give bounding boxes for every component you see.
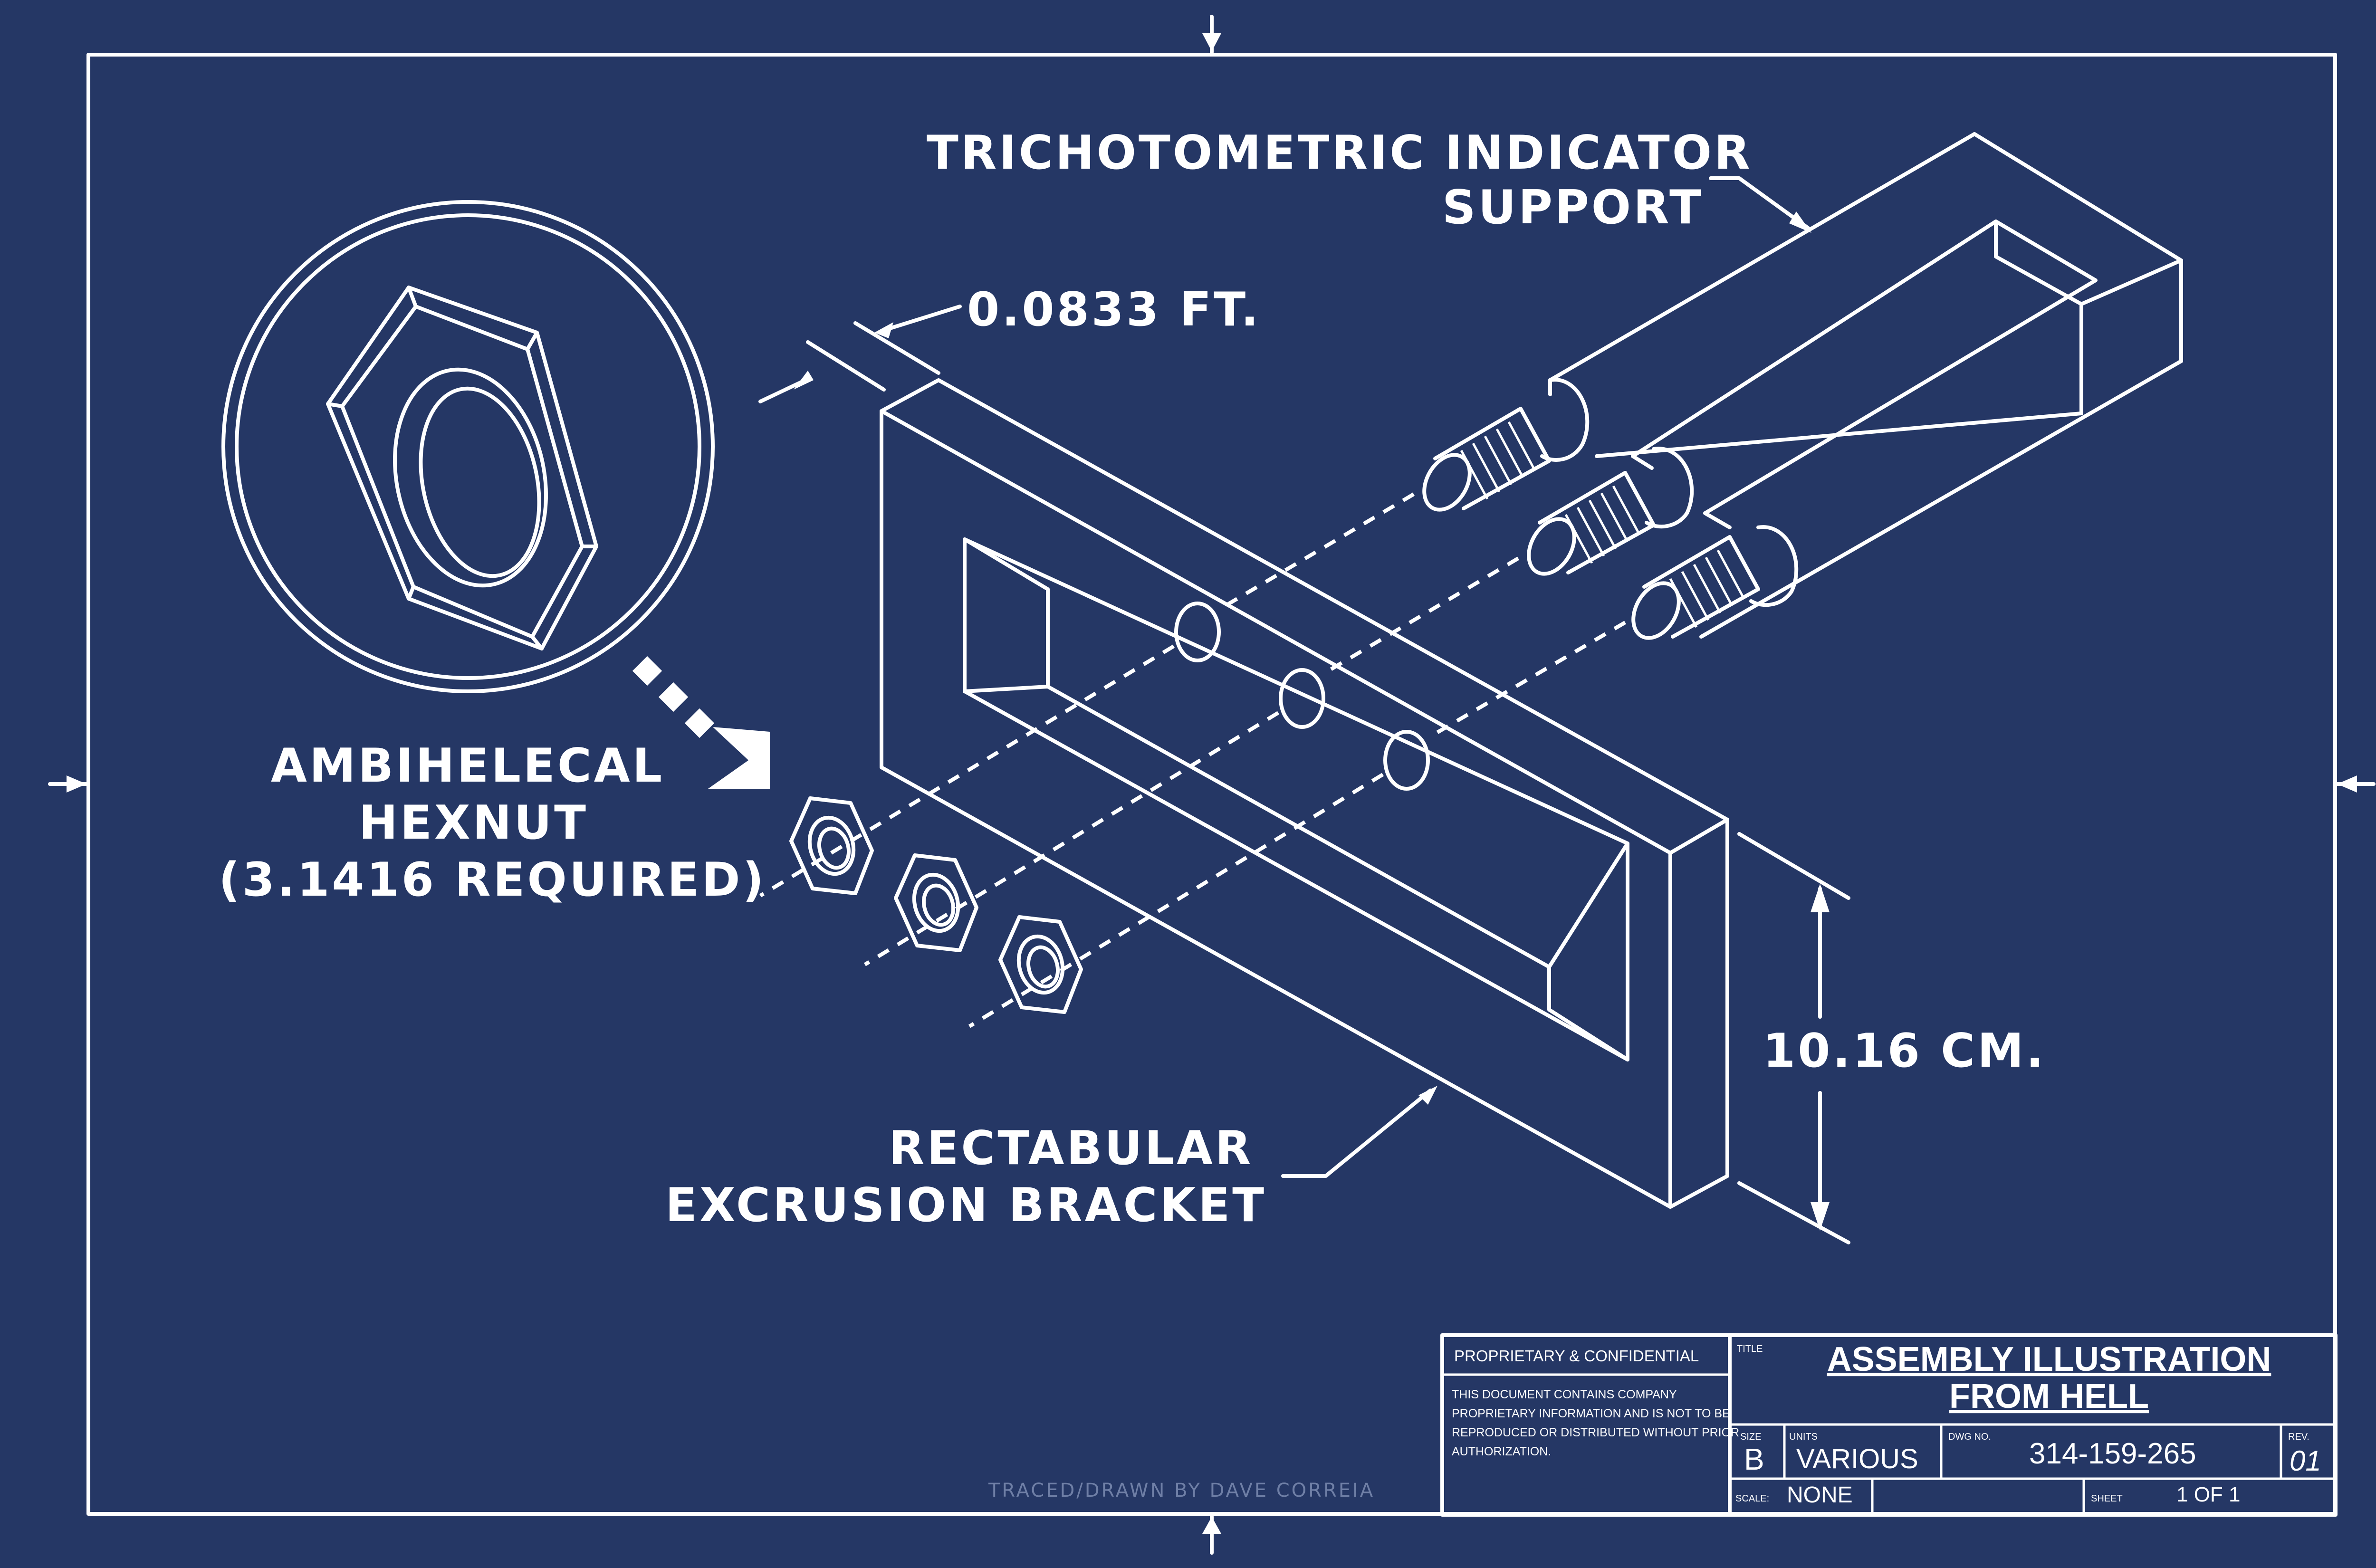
thickness-dimension [758, 305, 962, 403]
indicator-support-part [1540, 132, 2183, 639]
threaded-stud-3 [1631, 535, 1760, 640]
thickness-label: 0.0833 FT. [967, 283, 1261, 337]
units-caption: UNITS [1789, 1432, 1818, 1442]
proprietary-heading: PROPRIETARY & CONFIDENTIAL [1454, 1347, 1699, 1365]
support-label-line1: TRICHOTOMETRIC INDICATOR [927, 126, 1753, 180]
title-caption: TITLE [1737, 1344, 1763, 1354]
drawing-title-line1: ASSEMBLY ILLUSTRATION [1827, 1340, 2271, 1378]
dwg-caption: DWG NO. [1948, 1432, 1991, 1442]
scale-value: NONE [1787, 1482, 1853, 1508]
hexnut-detail-callout [221, 200, 770, 789]
center-marker-top-icon [1202, 15, 1221, 54]
support-leader [1709, 176, 1810, 230]
bracket-label-line1: RECTABULAR [889, 1121, 1253, 1176]
credit-text: TRACED/DRAWN BY DAVE CORREIA [988, 1480, 1375, 1501]
size-caption: SIZE [1740, 1432, 1761, 1442]
center-marker-left-icon [48, 775, 89, 793]
dwg-value: 314-159-265 [2029, 1437, 2196, 1470]
center-marker-bottom-icon [1202, 1515, 1221, 1555]
sheet-value: 1 OF 1 [2176, 1483, 2241, 1506]
hexnut-3 [998, 915, 1083, 1014]
support-label-line2: SUPPORT [1442, 181, 1704, 235]
height-dimension [1737, 832, 1850, 1244]
rev-caption: REV. [2288, 1432, 2309, 1442]
hexnut-1 [789, 796, 874, 895]
bracket-label-line2: EXCRUSION BRACKET [665, 1178, 1266, 1233]
threaded-stud-1 [1422, 407, 1551, 512]
hexnut-label-line2: HEXNUT [359, 796, 588, 850]
bracket-leader [1281, 1089, 1432, 1178]
hexnut-2 [894, 853, 978, 952]
rev-value: 01 [2290, 1445, 2321, 1477]
height-label: 10.16 CM. [1763, 1024, 2046, 1078]
title-block: PROPRIETARY & CONFIDENTIAL THIS DOCUMENT… [1440, 1333, 2338, 1517]
proprietary-text-line1: THIS DOCUMENT CONTAINS COMPANY [1452, 1388, 1677, 1401]
proprietary-text-line3: REPRODUCED OR DISTRIBUTED WITHOUT PRIOR [1452, 1426, 1739, 1439]
excrusion-bracket-part [880, 378, 1729, 1209]
size-value: B [1744, 1442, 1764, 1476]
drawing-title-line2: FROM HELL [1949, 1377, 2149, 1415]
sheet-caption: SHEET [2091, 1493, 2123, 1504]
center-marker-right-icon [2335, 775, 2376, 793]
proprietary-text-line2: PROPRIETARY INFORMATION AND IS NOT TO BE [1452, 1407, 1730, 1420]
threaded-stud-2 [1527, 471, 1656, 576]
units-value: VARIOUS [1796, 1444, 1918, 1474]
hexnut-label-line1: AMBIHELECAL [271, 739, 664, 793]
proprietary-text-line4: AUTHORIZATION. [1452, 1445, 1551, 1458]
hexnut-label-line3: (3.1416 REQUIRED) [219, 853, 766, 907]
scale-caption: SCALE: [1735, 1493, 1769, 1504]
